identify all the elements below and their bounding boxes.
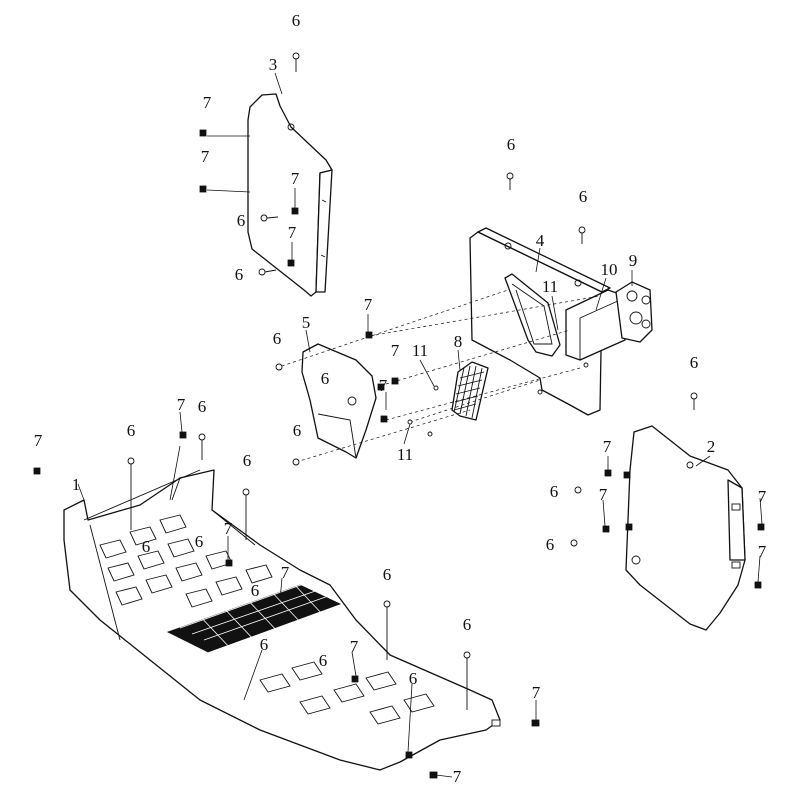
callout-7: 7 xyxy=(758,487,767,506)
callout-11: 11 xyxy=(412,341,428,360)
callout-7: 7 xyxy=(34,431,43,450)
callout-7: 7 xyxy=(291,169,300,188)
callout-7: 7 xyxy=(288,223,297,242)
clip-7-a xyxy=(199,129,207,137)
callout-2: 2 xyxy=(707,437,716,456)
part-3-side-panel xyxy=(247,93,333,297)
callout-7: 7 xyxy=(603,437,612,456)
screw-6-j xyxy=(198,433,206,460)
fasteners xyxy=(33,52,765,779)
callout-3: 3 xyxy=(269,55,278,74)
callout-6: 6 xyxy=(546,535,555,554)
part-10-fan-housing xyxy=(565,289,626,361)
callout-7: 7 xyxy=(453,767,462,786)
callout-6: 6 xyxy=(409,669,418,688)
callout-1: 1 xyxy=(72,475,81,494)
clip-7-b xyxy=(199,185,207,193)
callout-7: 7 xyxy=(364,295,373,314)
clip-7-i xyxy=(33,467,41,475)
callout-6: 6 xyxy=(463,615,472,634)
callout-6: 6 xyxy=(507,135,516,154)
callout-6: 6 xyxy=(273,329,282,348)
screw-6-h xyxy=(574,486,582,494)
part-9-radiator xyxy=(615,281,653,343)
clip-7-d xyxy=(391,377,399,385)
callout-5: 5 xyxy=(302,313,311,332)
part-8-grille xyxy=(451,361,489,421)
callout-6: 6 xyxy=(237,211,246,230)
callout-6: 6 xyxy=(195,532,204,551)
screw-6-c xyxy=(506,172,514,190)
clip-7-l xyxy=(429,771,438,779)
callout-6: 6 xyxy=(251,581,260,600)
screw-6-b xyxy=(258,268,277,276)
callout-7: 7 xyxy=(201,147,210,166)
callout-7: 7 xyxy=(599,485,608,504)
clip-7-g xyxy=(757,523,765,531)
callout-4: 4 xyxy=(536,231,545,250)
callout-7: 7 xyxy=(203,93,212,112)
callout-7: 7 xyxy=(391,341,400,360)
part-4-frame-panel xyxy=(469,227,611,416)
callout-7: 7 xyxy=(758,542,767,561)
callout-6: 6 xyxy=(235,265,244,284)
screw-top-part3 xyxy=(292,52,300,72)
screw-11-c xyxy=(427,431,433,437)
part-1-floor-pan xyxy=(63,469,501,771)
screw-11-a xyxy=(433,385,439,391)
callout-labels: 6 3 7 7 7 6 7 6 6 4 6 10 9 11 7 5 6 7 11… xyxy=(34,11,767,786)
callout-6: 6 xyxy=(293,421,302,440)
clip-7-j xyxy=(179,431,187,439)
screw-6-i xyxy=(570,539,578,547)
callout-6: 6 xyxy=(260,635,269,654)
screw-6-d xyxy=(578,226,586,244)
assembly-lines xyxy=(275,289,601,463)
callout-6: 6 xyxy=(383,565,392,584)
callout-7: 7 xyxy=(224,519,233,538)
screw-6-l xyxy=(242,488,250,540)
clip-7-e xyxy=(604,469,612,477)
clip-7-c xyxy=(365,331,373,339)
clip-7-h xyxy=(754,581,762,589)
callout-11: 11 xyxy=(542,277,558,296)
screw-6-e xyxy=(275,363,283,371)
clip-7-k xyxy=(531,719,540,727)
screw-6-m xyxy=(383,600,391,660)
screw-6-f xyxy=(292,458,300,466)
callout-6: 6 xyxy=(550,482,559,501)
callout-7: 7 xyxy=(532,683,541,702)
callout-6: 6 xyxy=(321,369,330,388)
callout-11: 11 xyxy=(397,445,413,464)
callout-6: 6 xyxy=(319,651,328,670)
callout-10: 10 xyxy=(601,260,618,279)
screw-6-k xyxy=(127,457,135,530)
screw-6-a xyxy=(260,214,279,222)
part-5-bracket xyxy=(301,343,388,459)
callout-8: 8 xyxy=(454,332,463,351)
callout-6: 6 xyxy=(292,11,301,30)
clip-7-f xyxy=(602,525,610,533)
part-2-side-panel xyxy=(623,425,746,631)
screw-6-n xyxy=(463,651,471,710)
callout-7: 7 xyxy=(177,395,186,414)
callout-6: 6 xyxy=(198,397,207,416)
callout-6: 6 xyxy=(127,421,136,440)
callout-7: 7 xyxy=(379,376,388,395)
callout-6: 6 xyxy=(243,451,252,470)
leader-lines xyxy=(77,72,763,778)
callout-6: 6 xyxy=(579,187,588,206)
screw-6-g xyxy=(690,392,698,410)
callout-9: 9 xyxy=(629,251,638,270)
callout-7: 7 xyxy=(350,637,359,656)
callout-7: 7 xyxy=(281,563,290,582)
screw-11-b xyxy=(407,419,413,425)
callout-6: 6 xyxy=(690,353,699,372)
callout-6: 6 xyxy=(142,537,151,556)
